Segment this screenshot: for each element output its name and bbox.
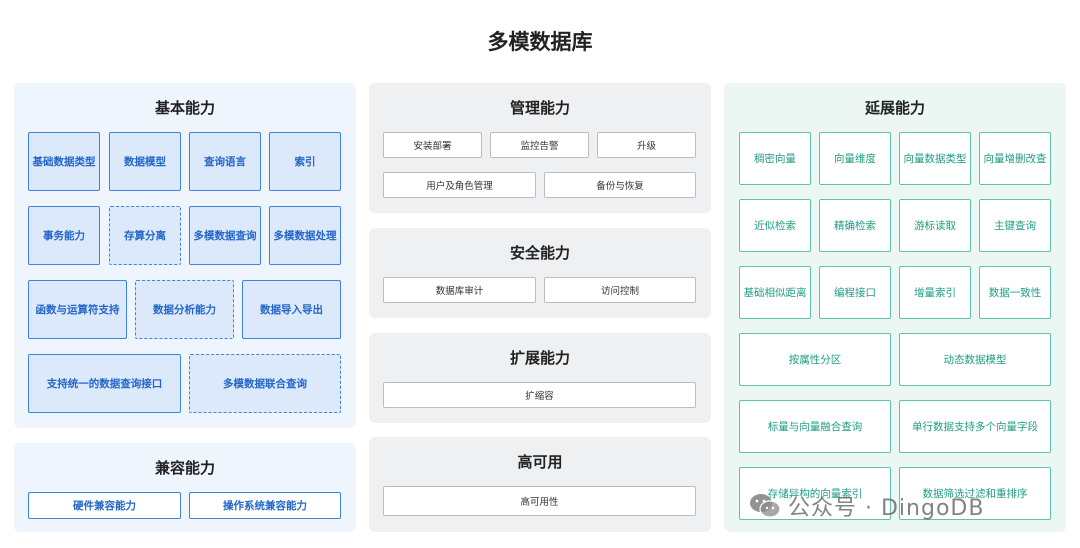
basic-item: 函数与运算符支持 [28,280,127,339]
ext-item: 增量索引 [899,266,971,319]
ext-item: 稠密向量 [739,132,811,185]
compat-capability-title: 兼容能力 [154,459,215,477]
security-item: 数据库审计 [383,277,536,303]
manage-capability-panel: 管理能力 安装部署 监控告警 升级 用户及角色管理 备份与恢复 [369,83,711,213]
ext-item: 按属性分区 [739,333,891,386]
compat-item: 操作系统兼容能力 [189,492,341,519]
compat-capability-panel: 兼容能力 硬件兼容能力 操作系统兼容能力 [14,443,356,532]
basic-item: 事务能力 [28,206,100,265]
manage-item: 用户及角色管理 [383,172,536,198]
ext-capability-panel: 延展能力 稠密向量 向量维度 向量数据类型 向量增删改查 近似检索 精确检索 游… [724,83,1066,532]
basic-item: 支持统一的数据查询接口 [28,354,181,413]
basic-item: 基础数据类型 [28,132,100,191]
security-item: 访问控制 [544,277,696,303]
manage-item: 备份与恢复 [544,172,696,198]
ext-item: 编程接口 [819,266,891,319]
ext-item: 向量增删改查 [979,132,1051,185]
ext-item: 单行数据支持多个向量字段 [899,400,1051,453]
manage-item: 监控告警 [490,132,589,158]
ha-capability-panel: 高可用 高可用性 [369,437,711,532]
basic-item: 查询语言 [189,132,261,191]
scale-capability-panel: 扩展能力 扩缩容 [369,333,711,423]
basic-item: 数据分析能力 [135,280,234,339]
scale-item: 扩缩容 [383,382,696,408]
manage-item: 升级 [597,132,696,158]
wechat-icon [750,494,781,518]
ext-item: 数据一致性 [979,266,1051,319]
ext-item: 数据筛选过滤和重排序 [899,467,1051,520]
ext-item: 动态数据模型 [899,333,1051,386]
basic-item: 索引 [269,132,341,191]
manage-item: 安装部署 [383,132,482,158]
security-capability-panel: 安全能力 数据库审计 访问控制 [369,228,711,318]
ext-item: 向量维度 [819,132,891,185]
ext-item: 游标读取 [899,199,971,252]
ext-item: 主键查询 [979,199,1051,252]
compat-item: 硬件兼容能力 [28,492,181,519]
ext-item: 精确检索 [819,199,891,252]
basic-item: 多模数据处理 [269,206,341,265]
basic-capability-panel: 基本能力 基础数据类型 数据模型 查询语言 索引 事务能力 存算分离 多模数据查… [14,83,356,428]
diagram-title: 多模数据库 [487,30,593,54]
watermark: 公众号 · DingoDB [748,486,1058,526]
basic-item: 多模数据查询 [189,206,261,265]
ha-capability-title: 高可用 [517,453,563,471]
basic-item: 数据模型 [109,132,181,191]
ext-item: 向量数据类型 [899,132,971,185]
security-capability-title: 安全能力 [509,244,570,262]
ext-item: 标量与向量融合查询 [739,400,891,453]
scale-capability-title: 扩展能力 [509,349,570,367]
ext-item: 近似检索 [739,199,811,252]
basic-item: 多模数据联合查询 [189,354,341,413]
ext-capability-title: 延展能力 [864,99,925,117]
basic-item: 存算分离 [109,206,181,265]
basic-item: 数据导入导出 [242,280,341,339]
ext-item: 基础相似距离 [739,266,811,319]
manage-capability-title: 管理能力 [509,99,570,117]
basic-capability-title: 基本能力 [154,99,215,117]
ha-item: 高可用性 [383,486,696,516]
watermark-text: 公众号 · DingoDB [788,496,985,521]
